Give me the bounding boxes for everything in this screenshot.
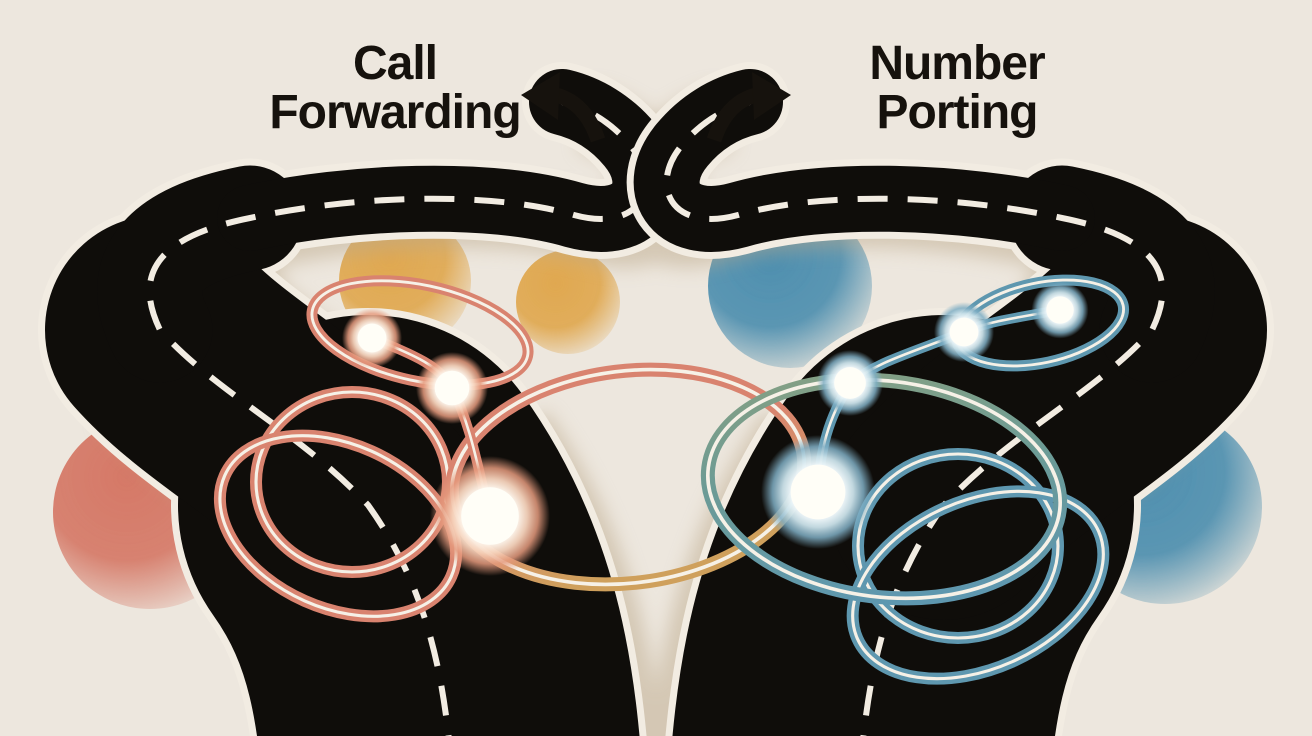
ribbon-strand xyxy=(813,305,1065,497)
road-right xyxy=(626,62,1274,736)
road-right-centerline xyxy=(663,99,1166,736)
left-arrow-icon xyxy=(521,72,606,143)
node-orb-coral xyxy=(416,352,488,424)
node-orb-blue xyxy=(934,302,994,362)
node-orb-blue xyxy=(817,350,883,416)
label-number-porting-line2: Porting xyxy=(876,85,1039,139)
label-number-porting: Number Porting xyxy=(785,37,1129,139)
ribbon-ring xyxy=(213,429,463,623)
soft-circle-yellow xyxy=(516,250,620,354)
node-orb-coral xyxy=(430,456,550,576)
road-left xyxy=(38,62,686,736)
label-call-forwarding: Call Forwarding xyxy=(213,37,577,139)
node-orb-blue xyxy=(761,435,875,549)
ribbon-ring xyxy=(306,275,534,391)
node-orb-blue xyxy=(1031,281,1089,339)
ribbon-ring xyxy=(846,485,1110,685)
label-call-forwarding-line2: Forwarding xyxy=(269,85,521,139)
label-number-porting-line1: Number xyxy=(869,37,1045,90)
node-orb-coral xyxy=(342,308,402,368)
road-left-centerline xyxy=(146,99,649,736)
label-call-forwarding-line1: Call xyxy=(352,37,438,90)
network-nodes xyxy=(342,281,1089,576)
ribbon-ring xyxy=(700,372,1068,606)
right-arrow-icon xyxy=(706,72,791,143)
ribbon-ring xyxy=(852,448,1064,644)
